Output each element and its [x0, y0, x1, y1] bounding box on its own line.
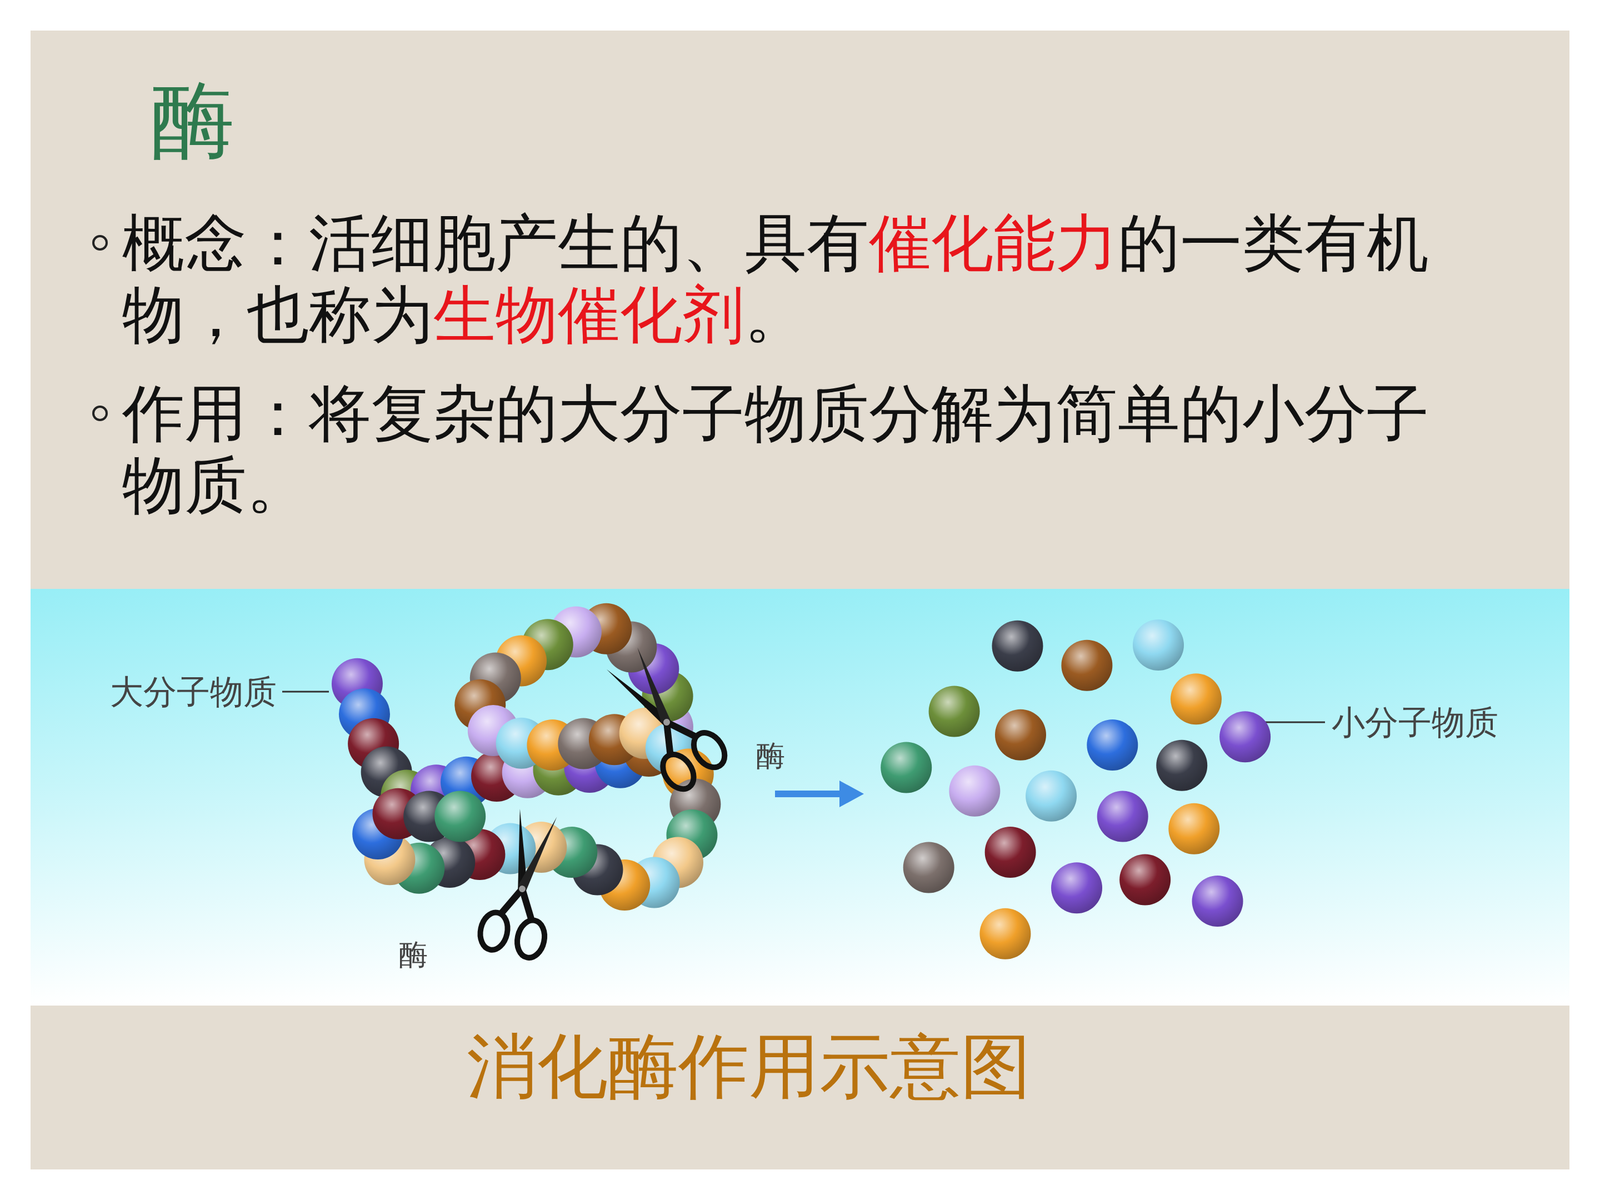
flow-arrow [775, 780, 864, 808]
small-molecule [979, 908, 1031, 960]
bullet-paragraph: 作用：将复杂的大分子物质分解为简单的小分子物质。 [122, 377, 1456, 522]
small-molecule [880, 741, 932, 793]
enzyme-label: 酶 [756, 741, 785, 770]
small-molecule-balls [880, 619, 1271, 960]
small-molecule [1051, 862, 1103, 914]
arrow-head [839, 780, 864, 808]
slide-panel [30, 30, 1570, 1170]
small-molecule [903, 841, 955, 893]
bullet-ring [93, 406, 107, 420]
molecule-label: 大分子物质 [110, 675, 277, 709]
bullet-text: 概念：活细胞产生的、具有 [122, 206, 869, 279]
small-molecule [1097, 791, 1149, 843]
arrow-shaft [775, 790, 842, 798]
bullet-paragraph: 概念：活细胞产生的、具有催化能力的一类有机物，也称为生物催化剂。 [122, 207, 1456, 351]
bullet-text: 生物催化剂 [433, 278, 745, 351]
bullet-ring [93, 236, 107, 250]
small-molecule [1132, 619, 1184, 671]
bullet-text: 。 [744, 278, 807, 351]
illustration-band [30, 588, 1570, 1006]
scissors-icon [595, 640, 732, 795]
macromolecule-group: 大分子物质 [105, 627, 770, 960]
scissors-icon [477, 806, 570, 960]
small-molecule [1119, 853, 1171, 905]
leader-line [282, 691, 329, 693]
bullet-text: 催化能力 [868, 206, 1118, 279]
enzyme-label: 酶 [398, 940, 428, 969]
small-molecule [1156, 740, 1208, 792]
small-molecule [1219, 711, 1271, 763]
slide-title: 酶 [151, 78, 235, 162]
bullet-text: 作用：将复杂的大分子物质分解为简单的小分子物质。 [122, 377, 1429, 522]
small-molecule [991, 620, 1043, 672]
small-molecule [1025, 770, 1077, 822]
molecule-bead [434, 791, 486, 843]
small-molecule [1192, 875, 1244, 927]
small-molecule [1170, 673, 1222, 725]
small-molecule [985, 826, 1037, 878]
small-molecule [928, 685, 980, 737]
small-molecule [995, 709, 1047, 761]
molecule-chain [331, 603, 721, 911]
figure-caption: 消化酶作用示意图 [466, 1031, 1032, 1102]
molecule-label: 小分子物质 [1331, 705, 1499, 739]
leader-line [1256, 721, 1325, 724]
small-molecule-group: 小分子物质 [869, 611, 1523, 977]
small-molecule [948, 765, 1000, 817]
small-molecule [1086, 719, 1138, 771]
small-molecule [1061, 640, 1113, 692]
small-molecule [1168, 803, 1220, 855]
